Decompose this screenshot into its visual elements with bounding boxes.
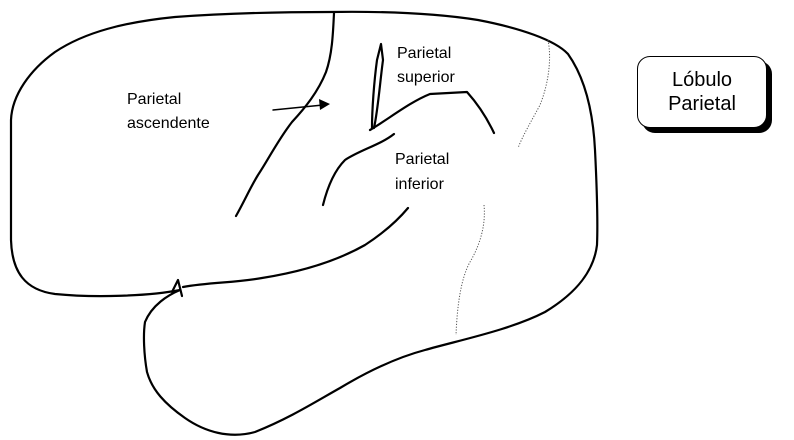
postcentral-sulcus: [372, 44, 383, 128]
pointer-arrow: [273, 105, 323, 110]
boundary-line-upper: [518, 40, 550, 148]
label-parietal-inferior-line1: Parietal: [395, 151, 449, 168]
lobe-title-line1: Lóbulo: [672, 68, 732, 92]
lobe-title-box: Lóbulo Parietal: [637, 56, 767, 128]
label-parietal-ascendente-line2: ascendente: [127, 115, 210, 132]
intraparietal-sulcus: [370, 92, 494, 133]
label-parietal-superior-line2: superior: [397, 69, 455, 86]
label-parietal-inferior: Parietal inferior: [395, 151, 454, 193]
central-sulcus: [236, 13, 334, 216]
label-parietal-ascendente-line1: Parietal: [127, 91, 181, 108]
lobe-title-line2: Parietal: [668, 92, 736, 116]
brain-outline: [183, 208, 408, 287]
label-parietal-inferior-line2: inferior: [395, 176, 445, 193]
label-parietal-superior: Parietal superior: [397, 45, 456, 86]
label-parietal-superior-line1: Parietal: [397, 45, 451, 62]
label-parietal-ascendente: Parietal ascendente: [127, 91, 210, 132]
pointer-arrowhead: [319, 99, 330, 110]
boundary-line-lower: [456, 205, 484, 335]
brain-outline-main: [11, 12, 597, 435]
intraparietal-branch: [323, 134, 394, 205]
